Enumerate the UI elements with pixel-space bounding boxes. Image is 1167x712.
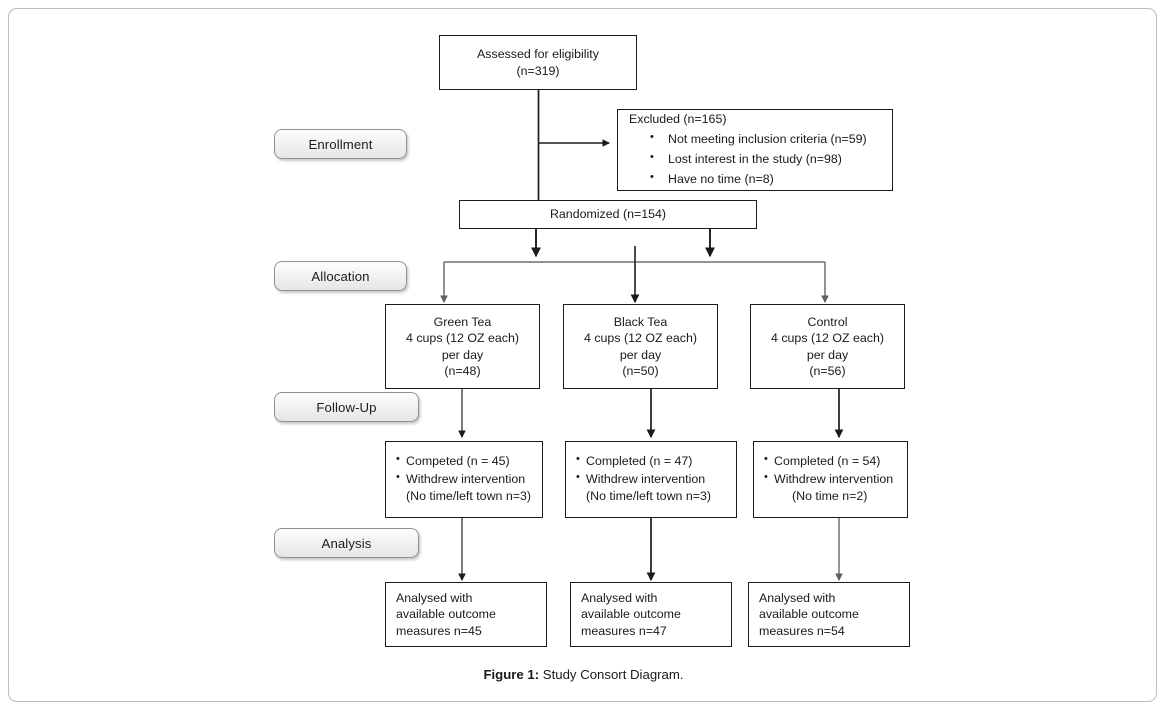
list-item: Lost interest in the study (n=98) bbox=[650, 149, 888, 169]
analysis-black-tea-line-2: available outcome bbox=[581, 607, 681, 622]
figure-caption-text: Study Consort Diagram. bbox=[539, 667, 684, 682]
analysis-black-tea-line-3: measures n=47 bbox=[581, 623, 667, 638]
list-item: Competed (n = 45) bbox=[396, 452, 535, 471]
node-followup-black-tea[interactable]: Completed (n = 47) Withdrew intervention… bbox=[565, 441, 737, 518]
assessed-line-1: Assessed for eligibility bbox=[477, 47, 599, 62]
arm-black-tea-line-3: per day bbox=[619, 347, 662, 362]
list-item: Completed (n = 47) bbox=[576, 452, 729, 471]
list-item: Withdrew intervention bbox=[396, 470, 535, 489]
node-randomized[interactable]: Randomized (n=154) bbox=[459, 200, 757, 229]
followup-green-tea-list: Competed (n = 45) Withdrew intervention … bbox=[393, 452, 535, 507]
arm-black-tea-line-1: Black Tea bbox=[613, 314, 668, 329]
stage-pill-allocation-label: Allocation bbox=[311, 268, 370, 284]
node-excluded[interactable]: Excluded (n=165) Not meeting inclusion c… bbox=[617, 109, 893, 191]
analysis-control-line-2: available outcome bbox=[759, 607, 859, 622]
node-analysis-green-tea[interactable]: Analysed with available outcome measures… bbox=[385, 582, 547, 647]
analysis-green-tea-line-1: Analysed with bbox=[396, 590, 473, 605]
node-analysis-control[interactable]: Analysed with available outcome measures… bbox=[748, 582, 910, 647]
arm-control-line-1: Control bbox=[807, 314, 848, 329]
node-analysis-black-tea[interactable]: Analysed with available outcome measures… bbox=[570, 582, 732, 647]
analysis-control-line-1: Analysed with bbox=[759, 590, 836, 605]
excluded-reason-list: Not meeting inclusion criteria (n=59) Lo… bbox=[622, 129, 888, 189]
analysis-green-tea-line-2: available outcome bbox=[396, 607, 496, 622]
stage-pill-enrollment-label: Enrollment bbox=[308, 136, 373, 152]
arm-control-line-2: 4 cups (12 OZ each) bbox=[771, 331, 884, 346]
stage-pill-follow-up-label: Follow-Up bbox=[316, 399, 377, 415]
figure-caption: Figure 1: Study Consort Diagram. bbox=[0, 667, 1167, 682]
stage-pill-allocation[interactable]: Allocation bbox=[274, 261, 407, 291]
node-followup-green-tea[interactable]: Competed (n = 45) Withdrew intervention … bbox=[385, 441, 543, 518]
arm-black-tea-line-4: (n=50) bbox=[622, 363, 659, 378]
arm-control-line-4: (n=56) bbox=[809, 363, 846, 378]
list-item: (No time n=2) bbox=[792, 489, 868, 504]
arm-green-tea-line-4: (n=48) bbox=[444, 363, 481, 378]
followup-control-list: Completed (n = 54) Withdrew intervention… bbox=[761, 452, 900, 507]
list-item: (No time/left town n=3) bbox=[586, 489, 711, 504]
analysis-control-line-3: measures n=54 bbox=[759, 623, 845, 638]
arm-black-tea-line-2: 4 cups (12 OZ each) bbox=[584, 331, 697, 346]
list-item: Not meeting inclusion criteria (n=59) bbox=[650, 129, 888, 149]
assessed-line-2: (n=319) bbox=[516, 63, 560, 78]
list-item: Have no time (n=8) bbox=[650, 169, 888, 189]
arm-green-tea-line-2: 4 cups (12 OZ each) bbox=[406, 331, 519, 346]
node-arm-black-tea[interactable]: Black Tea 4 cups (12 OZ each) per day (n… bbox=[563, 304, 718, 389]
arm-green-tea-line-1: Green Tea bbox=[433, 314, 492, 329]
stage-pill-enrollment[interactable]: Enrollment bbox=[274, 129, 407, 159]
list-item: Withdrew intervention bbox=[764, 470, 900, 489]
randomized-label: Randomized (n=154) bbox=[549, 207, 667, 222]
arm-control-line-3: per day bbox=[806, 347, 849, 362]
excluded-title: Excluded (n=165) bbox=[629, 111, 727, 126]
list-item: Withdrew intervention bbox=[576, 470, 729, 489]
node-assessed-for-eligibility[interactable]: Assessed for eligibility (n=319) bbox=[439, 35, 637, 90]
list-item: (No time/left town n=3) bbox=[406, 489, 531, 504]
list-item: Completed (n = 54) bbox=[764, 452, 900, 471]
followup-black-tea-list: Completed (n = 47) Withdrew intervention… bbox=[573, 452, 729, 507]
analysis-green-tea-line-3: measures n=45 bbox=[396, 623, 482, 638]
stage-pill-analysis-label: Analysis bbox=[321, 535, 372, 551]
figure-caption-label: Figure 1: bbox=[483, 667, 540, 682]
arm-green-tea-line-3: per day bbox=[441, 347, 484, 362]
analysis-black-tea-line-1: Analysed with bbox=[581, 590, 658, 605]
stage-pill-follow-up[interactable]: Follow-Up bbox=[274, 392, 419, 422]
node-arm-green-tea[interactable]: Green Tea 4 cups (12 OZ each) per day (n… bbox=[385, 304, 540, 389]
node-arm-control[interactable]: Control 4 cups (12 OZ each) per day (n=5… bbox=[750, 304, 905, 389]
stage-pill-analysis[interactable]: Analysis bbox=[274, 528, 419, 558]
node-followup-control[interactable]: Completed (n = 54) Withdrew intervention… bbox=[753, 441, 908, 518]
